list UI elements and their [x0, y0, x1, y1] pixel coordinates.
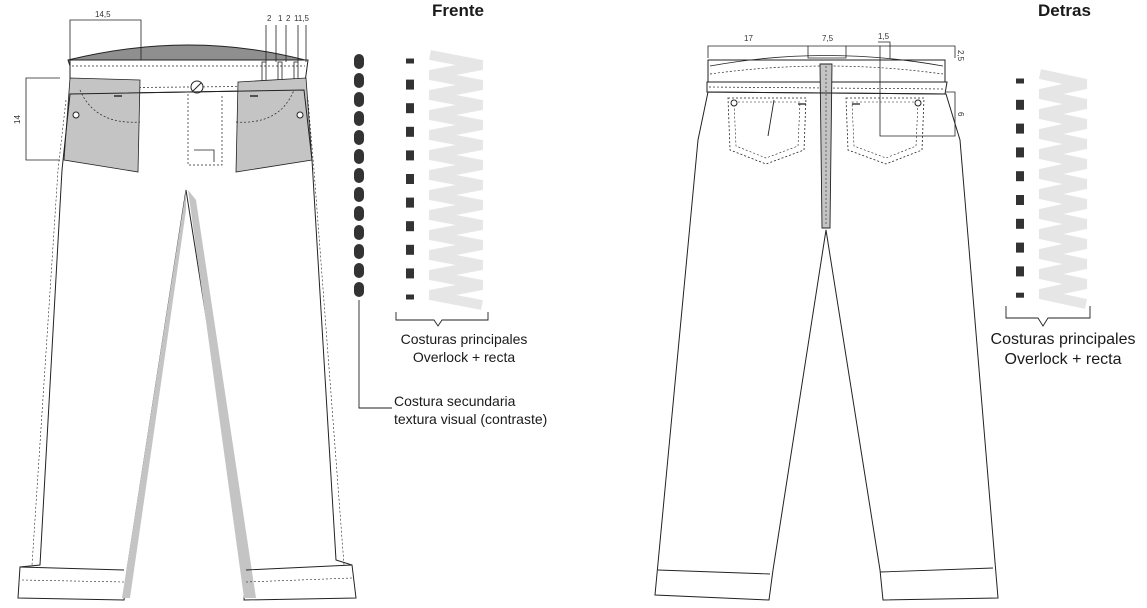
secondary-stitch-mark	[354, 130, 364, 145]
main-stitch-mark	[406, 294, 414, 300]
front-secondary-seam-leader	[358, 300, 392, 409]
front-main-seams-line-1: Costuras principales	[400, 331, 528, 347]
main-stitch-mark	[406, 58, 414, 64]
back-main-seams-bracket	[1005, 306, 1091, 327]
main-stitch-mark	[406, 221, 414, 232]
back-jeans-drawing	[654, 55, 999, 601]
main-stitch-mark	[406, 174, 414, 184]
front-secondary-seam-line-2: textura visual (contraste)	[394, 411, 548, 427]
secondary-stitch-mark	[354, 92, 364, 107]
front-measure-lines	[25, 19, 307, 161]
secondary-stitch-mark	[354, 225, 364, 240]
front-main-stitch-sample	[406, 58, 414, 300]
back-measure-yoke-center: 7,5	[822, 34, 834, 43]
front-jeans-outline	[17, 89, 357, 601]
main-stitch-mark	[1016, 292, 1024, 298]
front-measure-band-a: 2	[267, 14, 272, 23]
back-right-pocket	[845, 97, 925, 165]
secondary-stitch-mark	[354, 73, 364, 88]
front-main-seams-line-2: Overlock + recta	[412, 349, 516, 365]
front-zigzag-sample	[429, 50, 483, 310]
front-inner-leg-shading	[122, 190, 186, 598]
front-measure-band-c: 2	[286, 14, 291, 23]
secondary-stitch-mark	[354, 187, 364, 202]
main-stitch-mark	[1016, 195, 1024, 205]
zigzag-stitch	[429, 50, 483, 310]
front-measure-band-d: 11,5	[294, 14, 310, 23]
front-main-seams-caption: Costuras principales Overlock + recta	[394, 330, 534, 366]
front-secondary-seam-line-1: Costura secundaria	[394, 393, 516, 409]
back-measure-waist-side: 17	[744, 34, 753, 43]
main-stitch-mark	[406, 103, 414, 114]
secondary-stitch-mark	[354, 54, 364, 69]
front-secondary-seam-caption: Costura secundaria textura visual (contr…	[394, 392, 547, 428]
secondary-stitch-mark	[354, 244, 364, 259]
back-measure-loop: 1,5	[878, 32, 890, 41]
front-title: Frente	[432, 1, 484, 20]
front-left-pocket-panel	[63, 77, 141, 173]
back-jeans-outline	[654, 91, 999, 601]
back-main-stitch-sample	[1016, 78, 1024, 298]
main-stitch-mark	[1016, 147, 1024, 158]
main-stitch-mark	[406, 268, 414, 279]
main-stitch-mark	[1016, 78, 1024, 84]
main-stitch-mark	[1016, 242, 1024, 253]
back-measure-band-height: 2,5	[956, 50, 965, 62]
main-stitch-mark	[1016, 171, 1024, 182]
main-stitch-mark	[406, 79, 414, 90]
front-measure-waist: 14,5	[95, 10, 111, 19]
back-measure-pocket-depth: 6	[956, 112, 965, 117]
front-right-pocket-panel	[235, 77, 313, 173]
main-stitch-mark	[406, 126, 414, 137]
main-stitch-mark	[406, 150, 414, 161]
front-jeans-drawing	[17, 44, 357, 601]
main-stitch-mark	[1016, 123, 1024, 134]
front-main-seams-bracket	[395, 312, 489, 327]
secondary-stitch-mark	[354, 111, 364, 126]
main-stitch-mark	[406, 244, 414, 255]
secondary-stitch-mark	[354, 263, 364, 278]
main-stitch-mark	[406, 197, 414, 208]
back-main-seams-caption: Costuras principales Overlock + recta	[980, 330, 1146, 370]
secondary-stitch-mark	[354, 206, 364, 221]
back-main-seams-line-1: Costuras principales	[990, 331, 1136, 348]
zigzag-stitch	[1038, 69, 1088, 309]
main-stitch-mark	[1016, 266, 1024, 277]
back-zigzag-sample	[1038, 69, 1088, 309]
main-stitch-mark	[1016, 218, 1024, 229]
back-title: Detras	[1038, 1, 1091, 20]
secondary-stitch-mark	[354, 168, 364, 183]
front-measure-band-b: 1	[278, 14, 283, 23]
secondary-stitch-mark	[354, 282, 364, 297]
back-left-pocket	[727, 97, 807, 165]
main-stitch-mark	[1016, 99, 1024, 110]
back-main-seams-line-2: Overlock + recta	[1004, 351, 1122, 368]
back-measure-lines	[707, 41, 956, 137]
front-measure-side: 14	[13, 115, 22, 124]
secondary-stitch-mark	[354, 149, 364, 164]
front-secondary-stitch-sample	[354, 54, 364, 297]
